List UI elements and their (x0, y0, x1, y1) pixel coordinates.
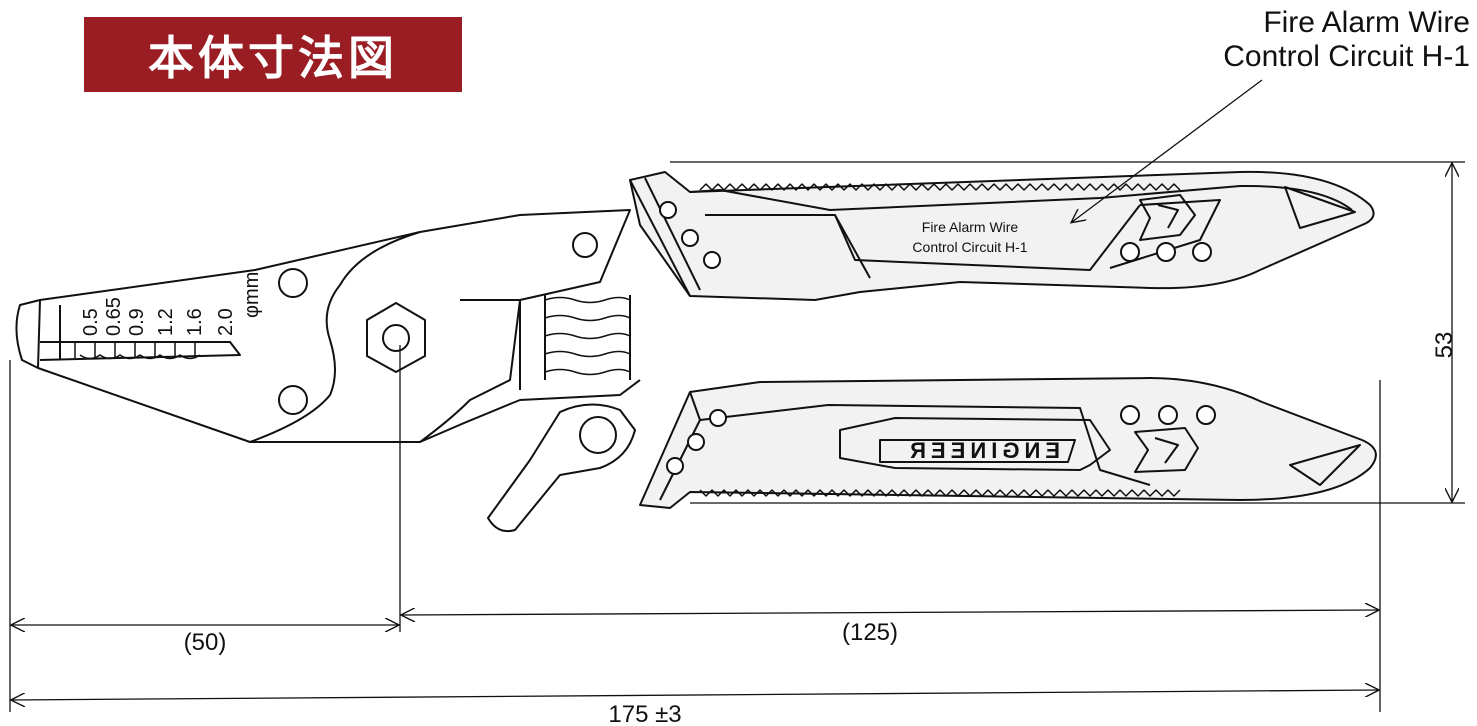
lower-handle (639, 377, 1377, 509)
dimension-lines (10, 79, 1465, 712)
gauge-1-2: 1.2 (155, 308, 177, 336)
gauge-unit: φmm (241, 272, 263, 318)
dim-height-value: 53 (1431, 332, 1458, 359)
gauge-0-5: 0.5 (80, 308, 102, 336)
plier-head (15, 209, 641, 533)
wire-gauge-labels: 0.5 0.65 0.9 1.2 1.6 2.0 φmm (80, 272, 263, 336)
diagram-title: 本体寸法図 (84, 17, 462, 92)
gauge-1-6: 1.6 (184, 308, 206, 336)
gauge-0-65: 0.65 (103, 297, 125, 336)
handle-label-line2: Control Circuit H-1 (912, 239, 1027, 255)
gauge-0-9: 0.9 (126, 308, 148, 336)
product-callout-line2: Control Circuit H-1 (1223, 40, 1470, 73)
dim-front-value: (50) (184, 629, 227, 656)
upper-handle (629, 170, 1375, 301)
handle-label-line1: Fire Alarm Wire (922, 219, 1019, 235)
dim-total-value: 175 ±3 (608, 701, 681, 726)
brand-label: ENGINEER (905, 438, 1060, 463)
product-callout-label: Fire Alarm Wire Control Circuit H-1 (1100, 6, 1470, 74)
product-callout-line1: Fire Alarm Wire (1263, 6, 1470, 39)
dim-rear-value: (125) (842, 619, 898, 646)
gauge-2-0: 2.0 (215, 308, 237, 336)
